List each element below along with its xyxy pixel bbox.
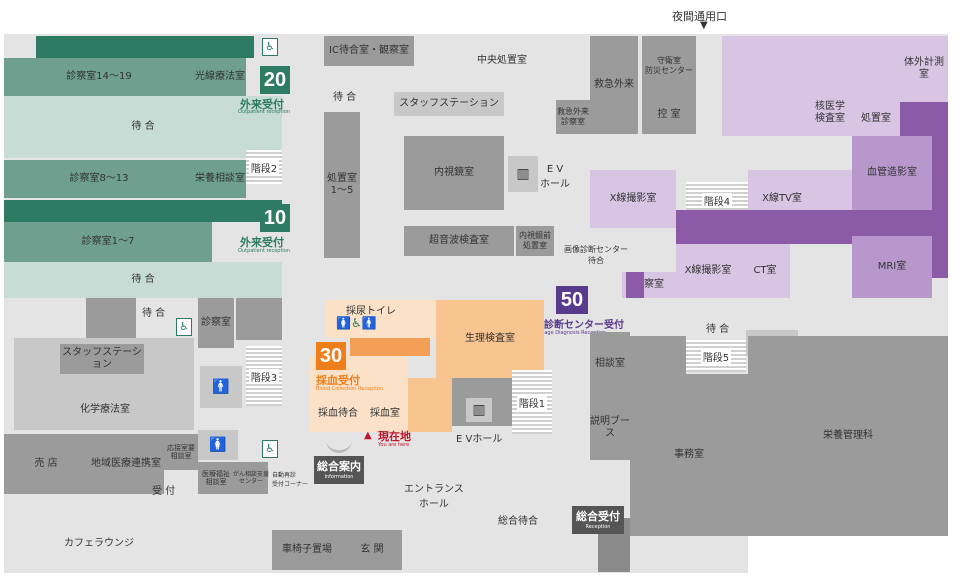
- toilet-w-block: 🚺: [198, 430, 238, 460]
- reception-small-label: 受 付: [152, 486, 176, 497]
- reception-20-subtitle: Outpatient reception: [238, 109, 291, 115]
- room-cafe: カフェラウンジ: [64, 538, 134, 549]
- stairs-1: 階段1: [512, 370, 552, 434]
- waiting-area-2: 待 合: [4, 262, 282, 298]
- reception-30-title: 採血受付: [316, 374, 360, 387]
- room-nutrition-consult: 栄養相談室: [194, 160, 246, 198]
- block-grey-a: [86, 298, 136, 338]
- room-xray2: X線撮影室: [676, 244, 740, 298]
- room-exam-small: 診察室: [198, 298, 234, 348]
- general-waiting: 総合待合: [498, 516, 538, 527]
- room-shop: 売 店: [4, 434, 88, 494]
- reception-50-subtitle: Image Diagnosis Reception: [538, 330, 607, 336]
- room-staff-station-left: スタッフステーション: [60, 344, 144, 374]
- room-angiography: 血管造影室: [852, 136, 932, 210]
- room-endoscopy: 内視鏡室: [404, 136, 504, 210]
- elevator-left: 🚹: [200, 366, 242, 408]
- waiting-label-3: 待 合: [142, 308, 166, 319]
- room-external-meas: 体外計測室: [900, 36, 948, 102]
- room-exam14-19: 診察室14～19: [4, 58, 194, 96]
- room-explain-booth: 説明ブース: [590, 396, 630, 460]
- room-treat1-5: 処置室 1～5: [324, 112, 360, 258]
- here-mark: ▲: [364, 430, 372, 441]
- door-arc: [326, 440, 352, 453]
- room-blood-room: 採血室: [370, 408, 400, 419]
- room-genkan: 玄 関: [342, 530, 402, 570]
- physio-extension: [408, 378, 452, 432]
- block-grey-b: [236, 298, 282, 340]
- room-ct: CT室: [740, 244, 790, 298]
- reception-50-number: 50: [556, 286, 588, 314]
- dressing-area: [852, 36, 900, 102]
- stairs-3: 階段3: [246, 346, 282, 406]
- room-xray1: X線撮影室: [590, 170, 676, 228]
- accessible-toilet-icon-3: ♿: [262, 440, 278, 458]
- room-regional: 地域医療連携室: [88, 434, 164, 494]
- room-cancer-center: がん相談支援 センター: [233, 462, 269, 494]
- room-medwelfare: 医療福祉 相談室: [198, 462, 234, 494]
- reception-10-title: 外来受付: [240, 236, 284, 249]
- entrance-hall: エントランス ホール: [404, 484, 464, 510]
- room-lounge: 控 室: [642, 96, 696, 134]
- room-ic-waiting: IC待合室・観察室: [324, 36, 414, 66]
- room-er-external: 救急外来: [590, 36, 638, 134]
- room-central-treat: 中央処置室: [414, 36, 590, 86]
- urine-toilet-icons: 🚺♿🚹: [336, 316, 377, 330]
- night-entrance-label: 夜間通用口: [672, 10, 727, 23]
- mid-corridor-block: [4, 200, 282, 222]
- reception-20-number: 20: [260, 66, 290, 94]
- room-exam1-7: 診察室1～7: [4, 222, 212, 262]
- room-blood-wait: 採血待合: [318, 408, 358, 419]
- waiting-label-5: 待 合: [706, 324, 730, 335]
- here-title: 現在地: [378, 430, 411, 443]
- reception-50-title: 画像診断センター受付: [524, 320, 624, 331]
- img-waiting-label: 画像診断センター 待合: [564, 245, 628, 265]
- reception-30-number: 30: [316, 342, 346, 370]
- room-physio: 生理検査室: [436, 300, 544, 378]
- room-mri: MRI室: [852, 236, 932, 298]
- outside-cutout: [748, 536, 948, 576]
- accessible-toilet-icon-2: ♿: [176, 318, 192, 336]
- accessible-toilet-icon: ♿: [262, 38, 278, 56]
- room-treat: 処置室: [852, 102, 900, 136]
- room-office: 事務室: [630, 374, 748, 536]
- reception-10-number: 10: [260, 204, 290, 232]
- night-entrance-arrow: ▼: [700, 20, 708, 31]
- elevator-top-icon: ▥: [508, 156, 538, 192]
- urine-toilet-label: 採尿トイレ: [346, 306, 396, 317]
- stairs-5: 階段5: [686, 340, 746, 372]
- room-endo-pre: 内視鏡前 処置室: [516, 226, 554, 256]
- reception-10-subtitle: Outpatient reception: [238, 248, 291, 254]
- room-staff-station-center: スタッフステーション: [394, 92, 504, 116]
- elevator-bottom-icon: ▥: [466, 398, 492, 422]
- orange-stripe: [350, 338, 430, 356]
- stairs-2: 階段2: [246, 150, 282, 184]
- reception-20-title: 外来受付: [240, 98, 284, 111]
- room-wheelchair: 車椅子置場: [272, 530, 342, 570]
- room-exam8-13: 診察室8～13: [4, 160, 194, 198]
- room-self-pay: 自動再診 受付コーナー: [272, 472, 309, 488]
- ev-hall-bottom: E Vホール: [456, 434, 503, 445]
- room-guard: 守衛室 防災センター: [642, 36, 696, 96]
- room-nuclear: 核医学 検査室: [808, 90, 852, 136]
- here-subtitle: You are here: [378, 442, 410, 448]
- room-er-exam: 救急外来 診察室: [556, 100, 590, 134]
- waiting-label-4: 待 合: [333, 92, 357, 103]
- info-desk: 総合案内 Information: [314, 456, 364, 484]
- room-counseling: 応接室要 相談室: [164, 434, 198, 470]
- ev-hall-top: E V ホール: [540, 164, 570, 190]
- room-nutrition-mgmt: 栄養管理科: [748, 336, 948, 536]
- room-consult-right: 相談室: [590, 332, 630, 396]
- top-corridor-block: [36, 36, 254, 58]
- purple-small-block: [626, 272, 644, 298]
- waiting-area-1: 待 合: [4, 96, 282, 158]
- room-chemo: 化学療法室: [80, 404, 130, 415]
- room-ultrasound: 超音波検査室: [404, 226, 514, 256]
- room-phototherapy: 光線療法室: [194, 58, 246, 96]
- general-reception: 総合受付 Reception: [572, 506, 624, 534]
- room-urine-toilet: [326, 300, 436, 338]
- reception-30-subtitle: Blood Collection Reception: [316, 386, 383, 392]
